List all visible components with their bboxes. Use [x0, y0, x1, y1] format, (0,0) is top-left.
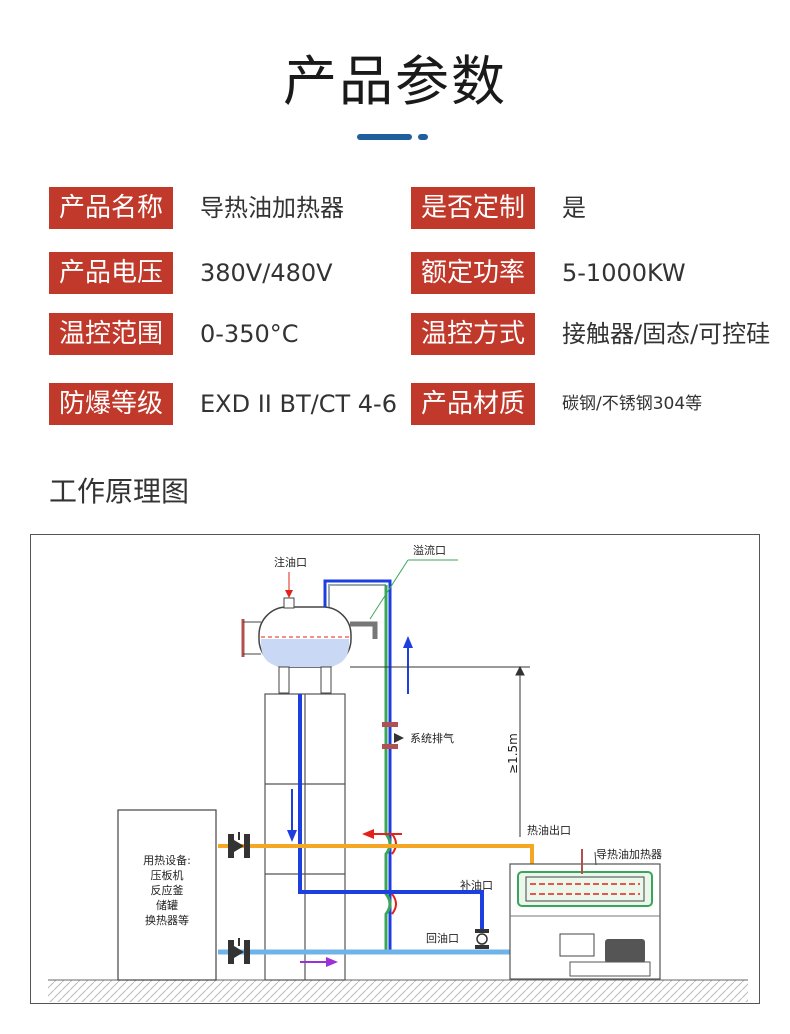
expansion-tank — [241, 597, 352, 694]
equipment-line: 储罐 — [156, 898, 178, 912]
fill-port-arrowhead — [285, 590, 293, 598]
param-value-voltage: 380V/480V — [200, 259, 333, 287]
working-principle-diagram: 用热设备: 压板机 反应釜 储罐 换热器等 注油口 溢流口 系统排气 ≥1.5m… — [30, 534, 760, 1004]
param-value-temp-control: 接触器/固态/可控硅 — [562, 320, 771, 348]
param-value-custom: 是 — [562, 194, 586, 222]
param-value-explosion: EXD II BT/CT 4-6 — [200, 390, 397, 418]
makeup-pipe — [298, 694, 484, 929]
param-label-voltage: 产品电压 — [49, 252, 173, 294]
param-label-material: 产品材质 — [411, 383, 535, 425]
heater-label: 导热油加热器 — [596, 847, 662, 861]
height-label: ≥1.5m — [506, 733, 520, 774]
return-port-label: 回油口 — [426, 931, 459, 945]
diagram-frame — [30, 534, 760, 1004]
param-label-explosion: 防爆等级 — [49, 383, 173, 425]
heat-consumer-box — [117, 809, 217, 981]
param-value-power: 5-1000KW — [562, 259, 686, 287]
page-title: 产品参数 — [283, 50, 507, 113]
param-label-power: 额定功率 — [411, 252, 535, 294]
makeup-port-label: 补油口 — [460, 878, 493, 892]
section-title: 工作原理图 — [49, 475, 190, 508]
height-dimension — [350, 665, 530, 837]
heater-leader — [594, 851, 597, 866]
tank-stand — [264, 693, 346, 981]
equipment-line: 换热器等 — [145, 913, 189, 927]
param-value-material: 碳钢/不锈钢304等 — [562, 394, 703, 414]
flow-arrow-up — [403, 636, 413, 694]
flow-arrow-right — [300, 957, 338, 967]
system-vent-label: 系统排气 — [410, 731, 454, 745]
overflow-port-label: 溢流口 — [413, 543, 446, 557]
param-value-name: 导热油加热器 — [200, 194, 344, 222]
oil-heater-unit — [509, 849, 661, 980]
equipment-line: 用热设备: — [143, 853, 191, 867]
param-label-name: 产品名称 — [49, 187, 173, 229]
title-underline — [357, 134, 412, 140]
title-underline-dot — [418, 134, 428, 140]
equipment-line: 压板机 — [151, 868, 184, 882]
equipment-line: 反应釜 — [151, 883, 184, 897]
param-value-temp-range: 0-350°C — [200, 320, 299, 348]
flow-arrow-down — [287, 789, 297, 842]
fill-port-label: 注油口 — [274, 555, 307, 569]
overflow-leader — [369, 559, 409, 620]
param-label-custom: 是否定制 — [411, 187, 535, 229]
flow-arrow-left — [362, 829, 402, 839]
param-label-temp-control: 温控方式 — [411, 313, 535, 355]
ground-hatch — [48, 980, 748, 1002]
hot-oil-outlet-label: 热油出口 — [527, 823, 571, 837]
hot-oil-pipe — [218, 844, 534, 866]
param-label-temp-range: 温控范围 — [49, 313, 173, 355]
valve-icon — [228, 722, 489, 964]
